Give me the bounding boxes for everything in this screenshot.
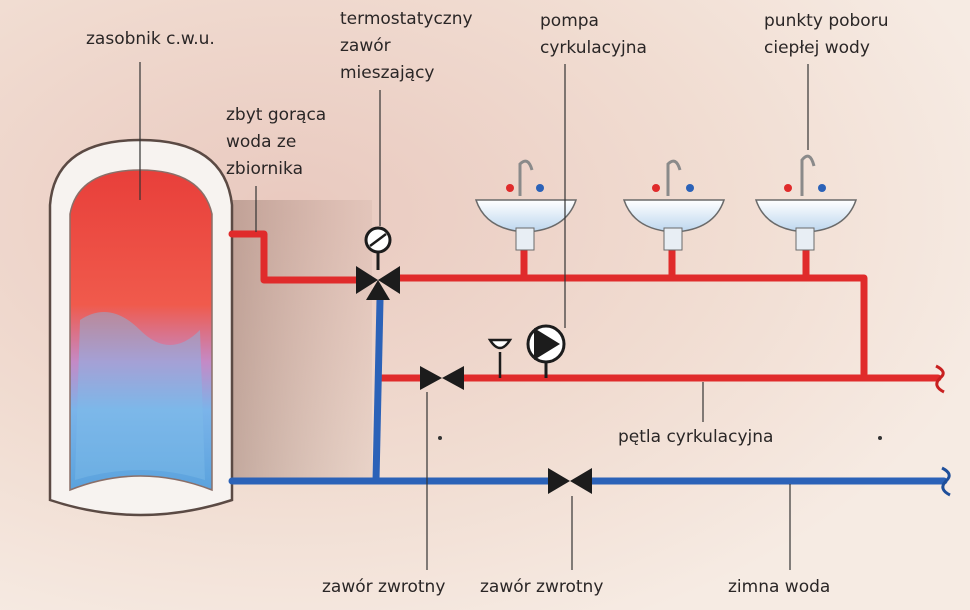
label-check-valve-left: zawór zwrotny (322, 574, 445, 601)
pipe-break (941, 466, 951, 497)
check-valve-icon (420, 366, 464, 390)
tank-shadow (228, 200, 372, 478)
circulation-pump-icon (487, 324, 566, 378)
label-mixing-valve-line-2: zawór (340, 36, 391, 56)
pipe-break (935, 364, 945, 394)
leader-lines (139, 62, 809, 570)
label-mixing-valve-line-1: termostatyczny (340, 9, 473, 29)
label-tank-line-1: zasobnik c.w.u. (86, 29, 215, 49)
washbasin-icon (622, 159, 726, 251)
dot (438, 436, 442, 440)
label-hot-from-tank-line-1: zbyt gorąca (226, 105, 327, 125)
water-tank-icon (48, 138, 234, 517)
faucet-icon (518, 159, 534, 196)
cold-pipes (228, 296, 948, 485)
faucet-icon (800, 154, 816, 196)
label-check-valve-right-line-1: zawór zwrotny (480, 577, 604, 597)
label-pump: pompa cyrkulacyjna (540, 8, 647, 62)
label-draw-off-points-line-2: ciepłej wody (764, 38, 870, 58)
label-pump-line-1: pompa (540, 11, 599, 31)
washbasin-icon (754, 154, 858, 251)
label-tank: zasobnik c.w.u. (86, 26, 215, 53)
label-draw-off-points: punkty poboru ciepłej wody (764, 8, 888, 62)
label-mixing-valve: termostatyczny zawór mieszający (340, 6, 473, 87)
label-mixing-valve-line-3: mieszający (340, 63, 435, 83)
faucet-icon (666, 159, 682, 196)
label-check-valve-right: zawór zwrotny (480, 574, 603, 601)
dot (878, 436, 882, 440)
label-check-valve-left-line-1: zawór zwrotny (322, 577, 446, 597)
hot-pipes (228, 230, 942, 382)
check-valve-icon (548, 468, 592, 494)
label-hot-from-tank-line-2: woda ze (226, 132, 297, 152)
label-cold-water-line-1: zimna woda (728, 577, 831, 597)
label-cold-water: zimna woda (728, 574, 830, 601)
thermostatic-mixing-valve-icon (356, 226, 400, 300)
label-circulation-loop-line-1: pętla cyrkulacyjna (618, 427, 774, 447)
washbasin-icon (474, 159, 578, 251)
label-draw-off-points-line-1: punkty poboru (764, 11, 889, 31)
label-hot-from-tank: zbyt gorąca woda ze zbiornika (226, 102, 326, 183)
label-pump-line-2: cyrkulacyjna (540, 38, 647, 58)
label-hot-from-tank-line-3: zbiornika (226, 159, 303, 179)
label-circulation-loop: pętla cyrkulacyjna (618, 424, 773, 451)
